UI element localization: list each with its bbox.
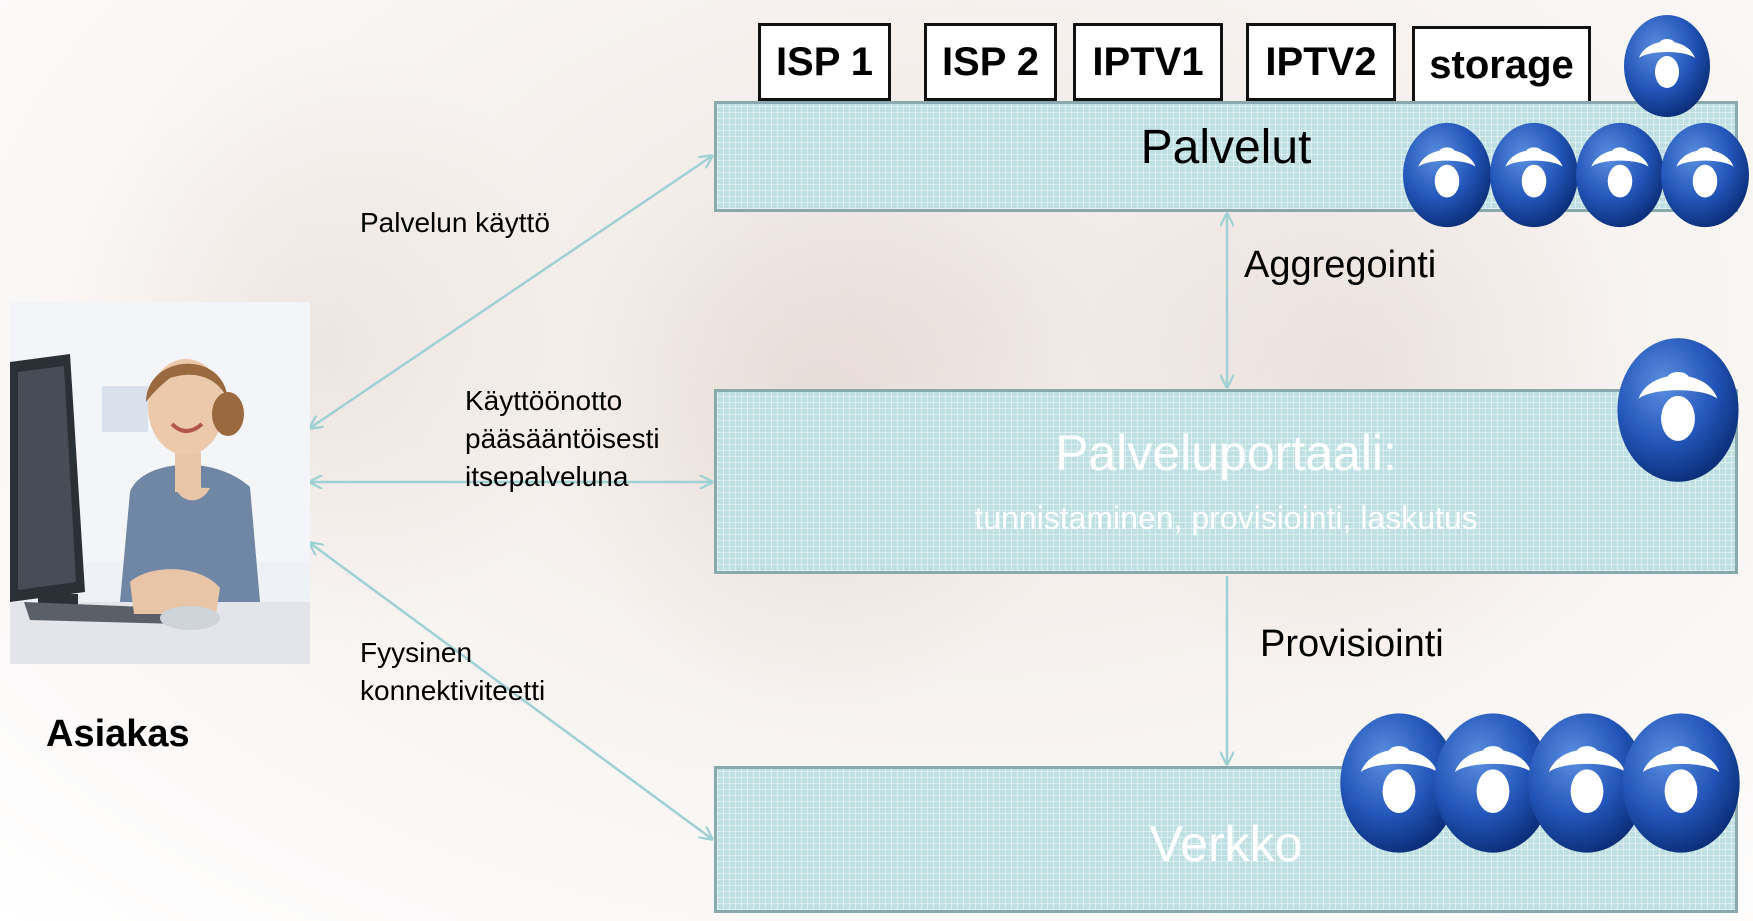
customer-photo (10, 302, 310, 664)
connection-label-physical-1: Fyysinen (360, 637, 473, 668)
connection-label-service-use: Palvelun käyttö (360, 207, 550, 238)
service-box-storage: storage (1412, 26, 1591, 104)
operator-logo-icon (1617, 338, 1739, 482)
operator-logo-icon (1624, 15, 1710, 117)
operator-logo-icon (1403, 122, 1491, 228)
customer-label: Asiakas (46, 713, 190, 755)
service-box-isp2: ISP 2 (924, 23, 1057, 101)
flow-label-aggregation: Aggregointi (1244, 244, 1437, 286)
layer-portal-subtitle: tunnistaminen, provisiointi, laskutus (974, 500, 1478, 536)
connection-label-physical-2: konnektiviteetti (360, 675, 546, 706)
layer-network-title: Verkko (1149, 816, 1303, 872)
operator-logo-icon (1622, 713, 1740, 853)
service-box-iptv2: IPTV2 (1246, 23, 1396, 101)
arrow-service-use (310, 156, 712, 428)
operator-logo-icon (1661, 122, 1749, 228)
operator-logo-icon (1528, 713, 1646, 853)
layer-services-title: Palvelut (1140, 121, 1312, 174)
operator-logo-icon (1490, 122, 1578, 228)
operator-logo-icon (1434, 713, 1552, 853)
connection-label-self-service-2: pääsääntöisesti (465, 423, 660, 454)
layer-portal-title: Palveluportaali: (1055, 425, 1397, 481)
service-box-iptv1: IPTV1 (1073, 23, 1223, 101)
connection-label-self-service-3: itsepalveluna (465, 461, 629, 492)
layer-service-portal: Palveluportaali: tunnistaminen, provisio… (714, 389, 1738, 574)
operator-logo-icon (1576, 122, 1664, 228)
operator-logo-icon (1340, 713, 1458, 853)
arrow-connectivity (310, 543, 712, 839)
flow-label-provisioning: Provisiointi (1260, 623, 1444, 665)
connection-label-self-service-1: Käyttöönotto (465, 385, 623, 416)
service-box-isp1: ISP 1 (758, 23, 891, 101)
